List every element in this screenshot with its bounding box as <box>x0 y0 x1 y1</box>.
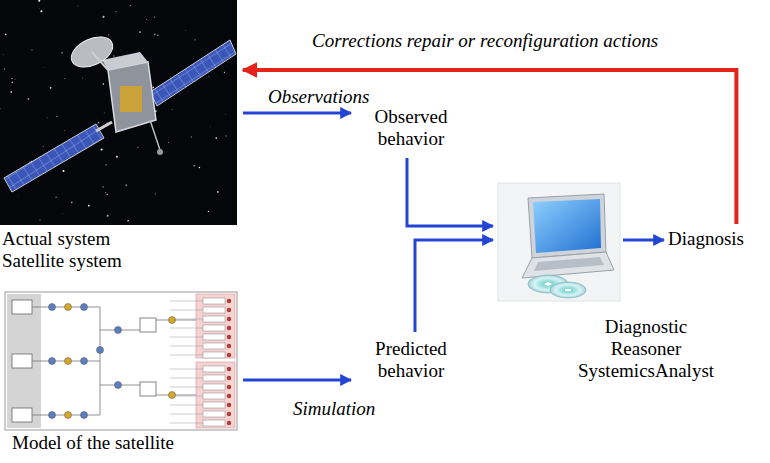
node-text: Diagnostic Reasoner SystemicsAnalyst <box>570 316 722 382</box>
flow-arrow <box>623 239 664 242</box>
observed-behavior: Observed behavior <box>355 106 467 150</box>
flow-arrow <box>243 379 351 382</box>
model-schematic <box>5 292 237 430</box>
node-text: Model of the satellite <box>12 432 238 454</box>
laptop-icon <box>498 183 620 301</box>
node-text: Actual system Satellite system <box>2 228 152 272</box>
satellite-system: Actual system Satellite system <box>0 0 240 272</box>
node-text: Observed behavior <box>355 106 467 150</box>
flow-arrow <box>415 240 493 332</box>
predicted-behavior: Predicted behavior <box>355 338 467 382</box>
flow-arrow <box>407 158 493 226</box>
edge-label: Corrections repair or reconfiguration ac… <box>312 30 658 52</box>
diagnosis-box: Diagnosis <box>668 228 763 250</box>
node-text: Diagnosis <box>668 228 763 250</box>
edge-label: Observations <box>268 86 369 108</box>
satellite-picture <box>0 0 237 225</box>
diagnostic-reasoner: Diagnostic Reasoner SystemicsAnalyst <box>495 180 727 382</box>
correction-arrow <box>243 70 736 224</box>
node-text: Predicted behavior <box>355 338 467 382</box>
satellite-model: Model of the satellite <box>0 288 240 454</box>
flow-arrow <box>243 112 351 115</box>
edge-label: Simulation <box>293 398 375 420</box>
